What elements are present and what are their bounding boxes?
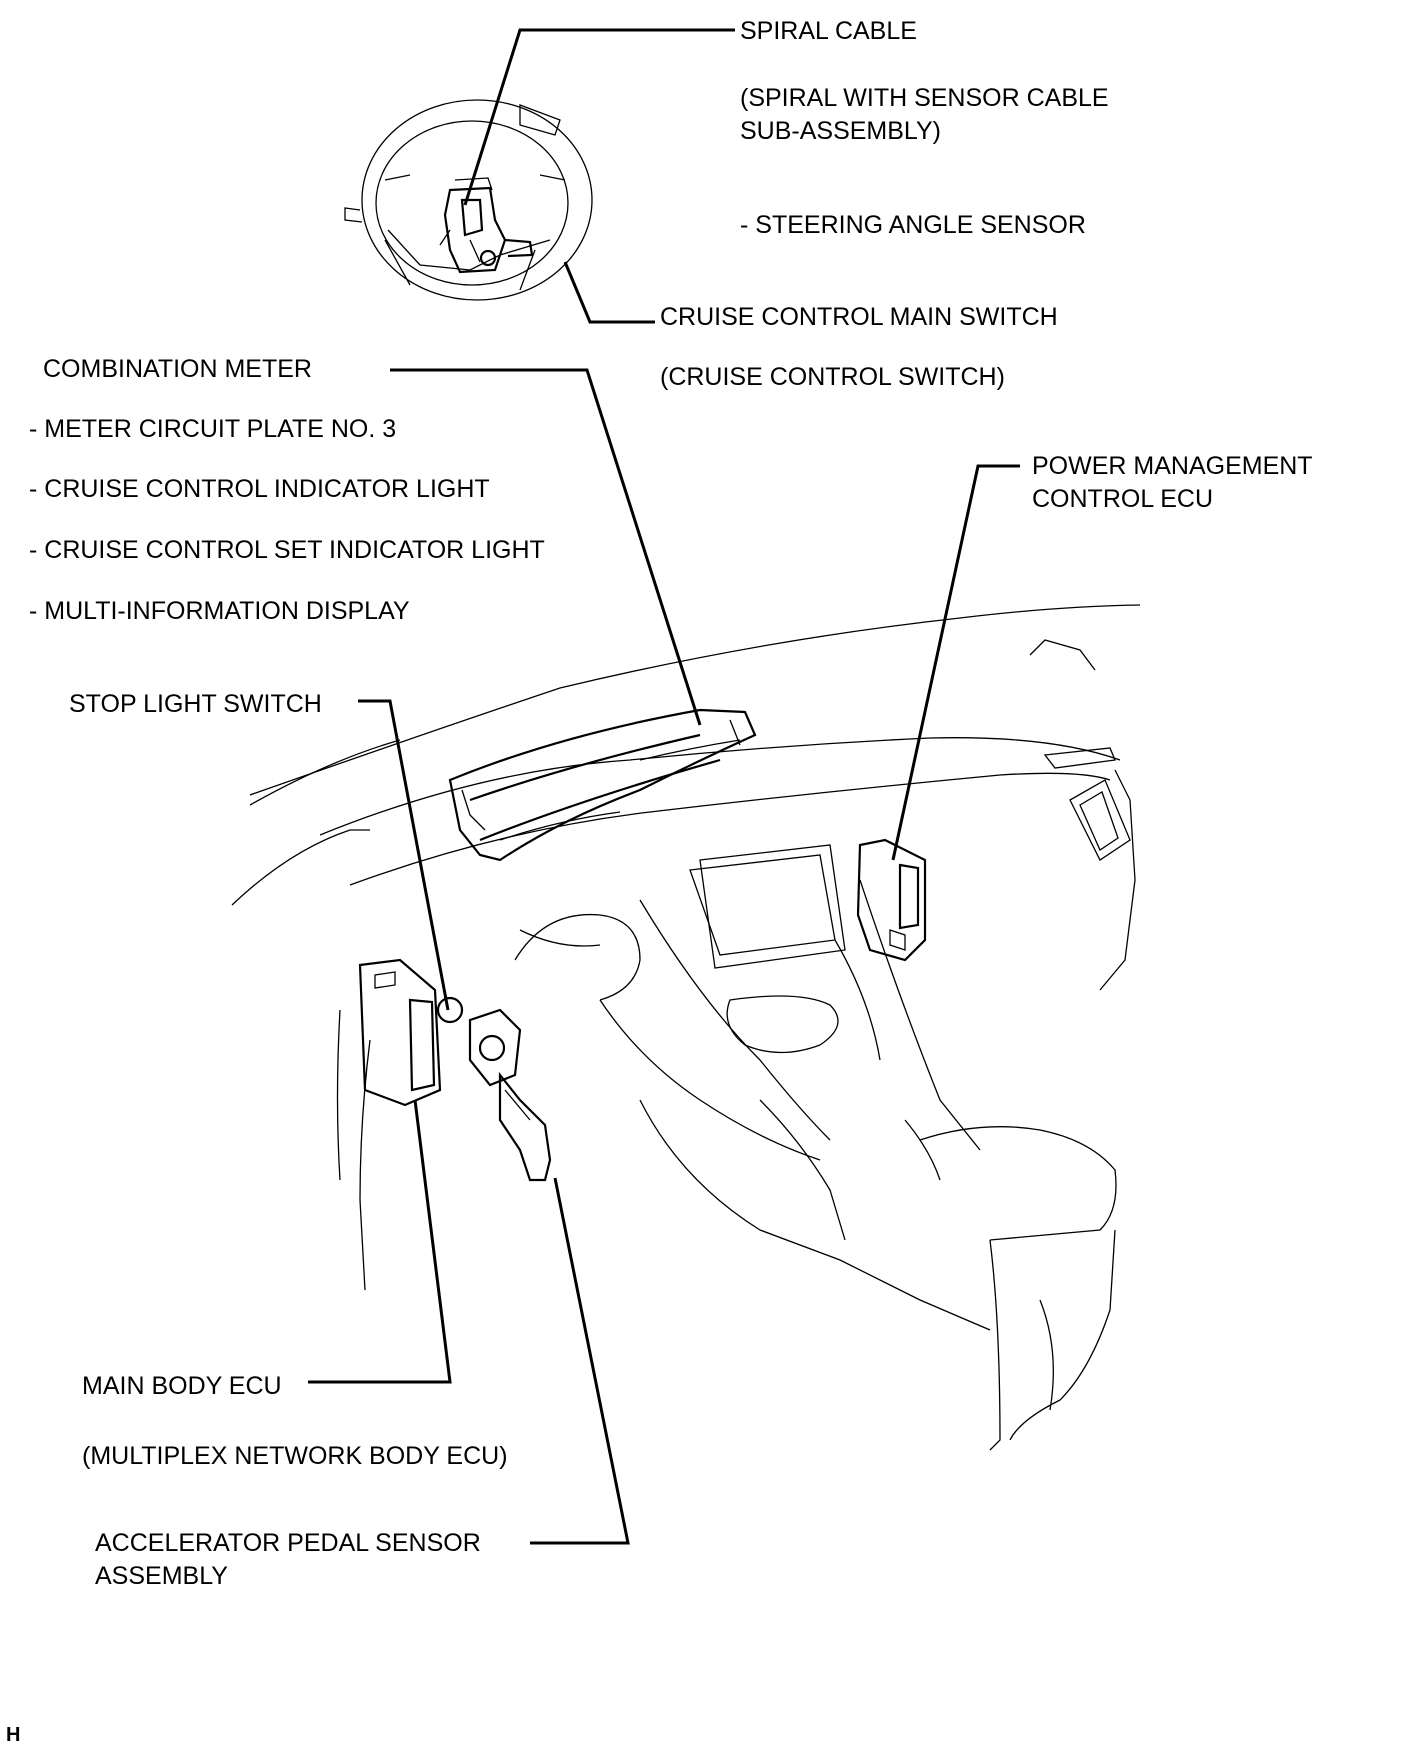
main-body-ecu-part — [358, 958, 522, 1107]
label-cruise-indicator: - CRUISE CONTROL INDICATOR LIGHT — [29, 475, 490, 503]
corner-mark: H — [6, 1724, 21, 1746]
label-spiral-sub-1: (SPIRAL WITH SENSOR CABLE — [740, 84, 1109, 112]
leader-power-mgmt-ecu — [891, 464, 1020, 861]
label-accel-pedal-1: ACCELERATOR PEDAL SENSOR — [95, 1529, 481, 1557]
label-main-body-ecu: MAIN BODY ECU — [82, 1372, 282, 1400]
label-spiral-cable: SPIRAL CABLE — [740, 17, 917, 45]
label-steering-angle-sensor: - STEERING ANGLE SENSOR — [740, 211, 1086, 239]
leader-stop-light-switch — [358, 699, 450, 1011]
label-spiral-sub-2: SUB-ASSEMBLY) — [740, 117, 941, 145]
leader-cruise-main-switch — [563, 261, 655, 324]
spiral-cable-part — [439, 177, 534, 274]
steering-wheel — [344, 99, 593, 301]
label-multiplex-body-ecu: (MULTIPLEX NETWORK BODY ECU) — [82, 1442, 508, 1470]
label-power-mgmt-1: POWER MANAGEMENT — [1032, 452, 1313, 480]
dashboard-outline — [231, 604, 1141, 1451]
label-cruise-main-switch: CRUISE CONTROL MAIN SWITCH — [660, 303, 1058, 331]
label-meter-circuit-plate: - METER CIRCUIT PLATE NO. 3 — [29, 415, 397, 443]
label-stop-light-switch: STOP LIGHT SWITCH — [69, 690, 322, 718]
combination-meter-part — [448, 708, 757, 862]
power-mgmt-ecu-part — [856, 838, 927, 962]
label-power-mgmt-2: CONTROL ECU — [1032, 485, 1214, 513]
leader-accel-pedal — [530, 1177, 630, 1545]
leader-spiral-cable — [463, 28, 735, 206]
label-combination-meter: COMBINATION METER — [43, 355, 312, 383]
label-cruise-set-indicator: - CRUISE CONTROL SET INDICATOR LIGHT — [29, 536, 545, 564]
label-cruise-control-switch: (CRUISE CONTROL SWITCH) — [660, 363, 1005, 391]
leader-combination-meter — [390, 368, 702, 726]
accelerator-pedal-part — [498, 1071, 552, 1182]
label-accel-pedal-2: ASSEMBLY — [95, 1562, 228, 1590]
label-multi-info-display: - MULTI-INFORMATION DISPLAY — [29, 597, 410, 625]
leader-lines — [308, 28, 1020, 1545]
leader-main-body-ecu — [308, 1099, 452, 1384]
